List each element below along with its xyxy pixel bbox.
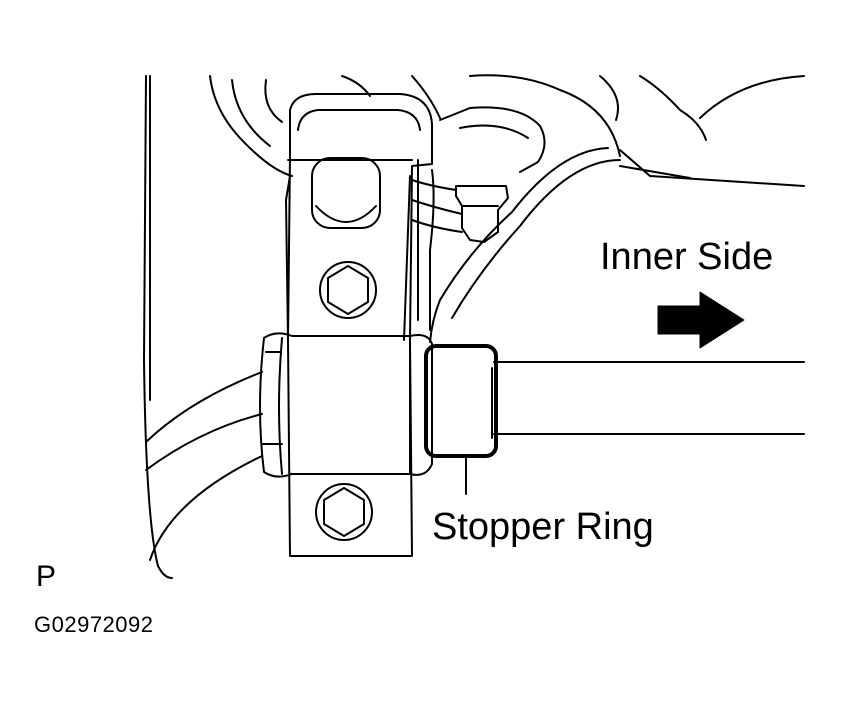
stopper-ring (424, 344, 498, 458)
stopper-ring-label: Stopper Ring (432, 506, 654, 548)
arrow-right-icon (657, 291, 745, 349)
knuckle-outline (209, 74, 805, 343)
inner-side-label: Inner Side (600, 236, 774, 278)
body-panel (143, 75, 263, 579)
figure-code-label: G02972092 (34, 612, 154, 637)
connector (411, 179, 509, 243)
hex-bolt-upper (319, 261, 377, 319)
stabilizer-bar (493, 361, 805, 435)
upper-bolt (311, 157, 381, 229)
bushing-clamp (259, 332, 433, 478)
view-mark-label: P (36, 560, 57, 593)
hex-bolt-lower (315, 483, 373, 541)
bracket (285, 93, 435, 557)
